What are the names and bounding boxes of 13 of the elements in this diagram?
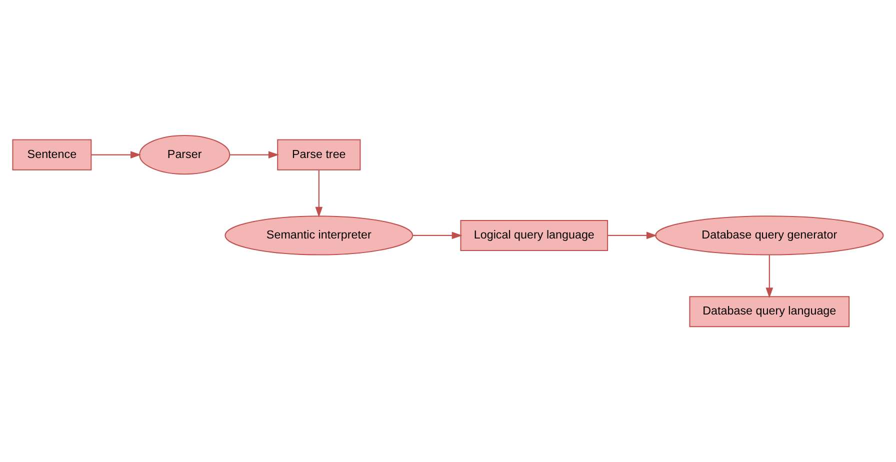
arrow [608, 232, 657, 240]
node-ellipse: Database query generator [655, 216, 884, 256]
arrow [766, 255, 774, 298]
node-box: Logical query language [460, 220, 608, 251]
node-box: Parse tree [277, 139, 361, 170]
arrow [412, 232, 462, 240]
node-ellipse: Parser [139, 134, 230, 175]
node-box: Sentence [12, 139, 92, 170]
arrow [229, 151, 279, 158]
arrow [315, 170, 323, 218]
node-box: Database query language [689, 296, 850, 328]
arrow [91, 151, 142, 158]
node-ellipse: Semantic interpreter [224, 216, 414, 256]
